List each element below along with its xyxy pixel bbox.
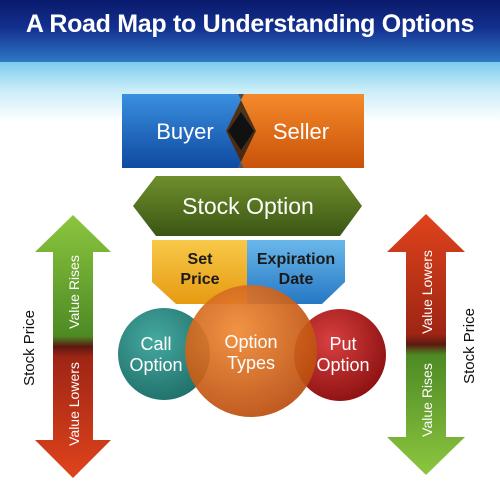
page-title: A Road Map to Understanding Options bbox=[25, 10, 475, 38]
buyer-block bbox=[122, 94, 256, 168]
set-price-label-line1: Set bbox=[188, 251, 214, 268]
expiration-date-block bbox=[247, 240, 345, 304]
stock-option-label: Stock Option bbox=[182, 193, 314, 219]
set-price-label-line2: Price bbox=[180, 271, 219, 288]
put-option-label-line2: Option bbox=[316, 355, 369, 375]
option-types-label-line2: Types bbox=[227, 353, 275, 373]
buyer-label: Buyer bbox=[156, 119, 213, 144]
option-types-label-line1: Option bbox=[224, 332, 277, 352]
buyer-seller-overlap-diamond bbox=[228, 112, 254, 150]
call-option-circle bbox=[118, 308, 210, 400]
set-price-block bbox=[152, 240, 247, 304]
right-stock-price-label: Stock Price bbox=[461, 308, 478, 384]
left-arrow-bottom-label: Value Lowers bbox=[66, 362, 82, 446]
right-double-arrow bbox=[387, 214, 465, 475]
left-stock-price-label: Stock Price bbox=[21, 310, 38, 386]
stock-option-block bbox=[133, 176, 362, 236]
option-types-circle bbox=[185, 285, 317, 417]
right-arrow-top-label: Value Lowers bbox=[419, 250, 435, 334]
right-arrow-bottom-label: Value Rises bbox=[419, 363, 435, 437]
expiration-date-label-line1: Expiration bbox=[257, 251, 335, 268]
seller-block bbox=[226, 94, 364, 168]
call-option-label-line1: Call bbox=[140, 334, 171, 354]
left-arrow-top-label: Value Rises bbox=[66, 255, 82, 329]
put-option-circle bbox=[294, 309, 386, 401]
header-banner bbox=[0, 0, 500, 62]
call-option-label-line2: Option bbox=[129, 355, 182, 375]
expiration-date-label-line2: Date bbox=[279, 271, 314, 288]
seller-label: Seller bbox=[273, 119, 329, 144]
put-option-label-line1: Put bbox=[329, 334, 356, 354]
left-double-arrow bbox=[35, 215, 111, 478]
